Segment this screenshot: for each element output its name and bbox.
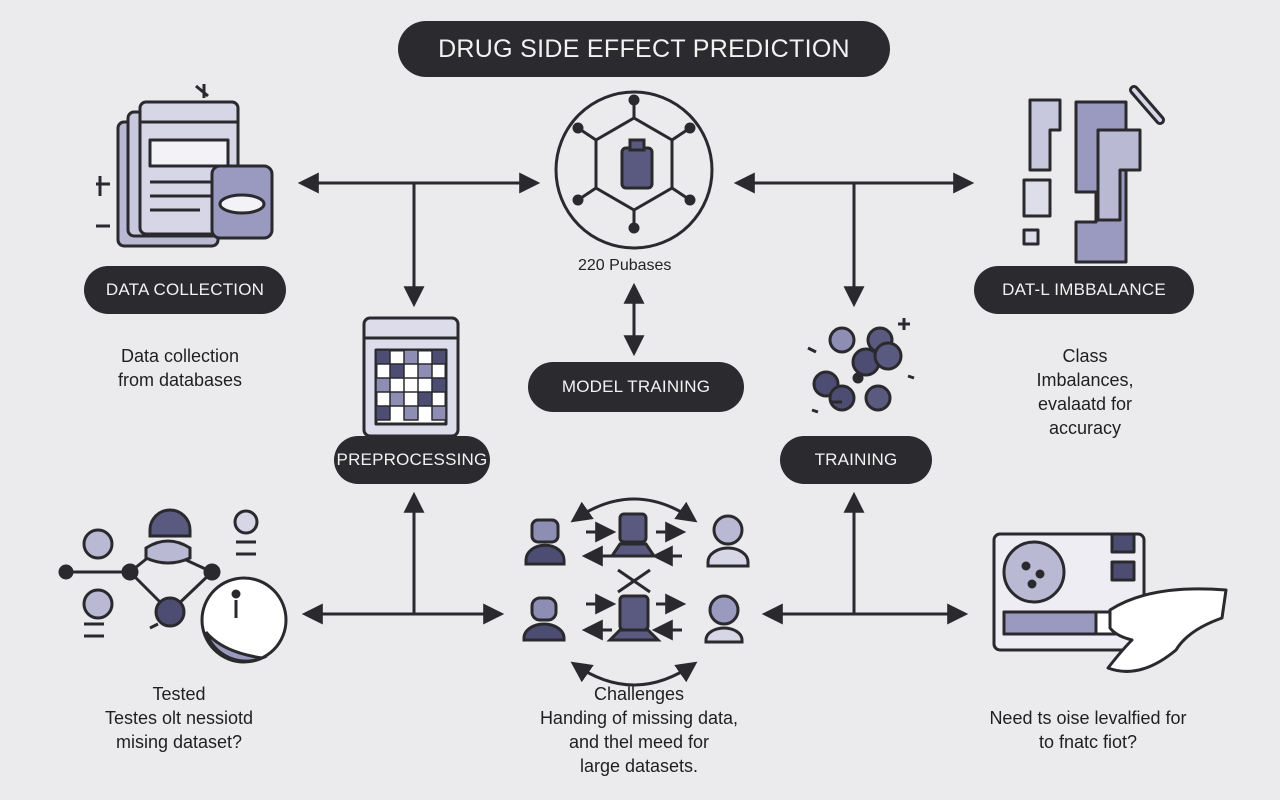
caption-line: Tested xyxy=(152,684,206,704)
caption-line: from databases xyxy=(117,370,243,390)
caption-line: accuracy xyxy=(1048,418,1122,438)
caption-line: to fnatc fiot? xyxy=(1038,732,1138,752)
caption-line: Challenges xyxy=(593,684,685,704)
challenges-caption: Challenges Handing of missing data, and … xyxy=(514,682,764,778)
tested-caption: Tested Testes olt nessiotd mising datase… xyxy=(84,682,274,754)
data-collection-label: DATA COLLECTION xyxy=(84,266,286,314)
grid-matrix-icon xyxy=(362,316,460,438)
people-network-icon xyxy=(58,508,288,664)
database-window-icon xyxy=(96,84,274,248)
preprocessing-label: PREPROCESSING xyxy=(334,436,490,484)
caption-line: large datasets. xyxy=(579,756,699,776)
caption-line: mising dataset? xyxy=(115,732,243,752)
caption-line: Testes olt nessiotd xyxy=(104,708,254,728)
caption-line: and thel meed for xyxy=(568,732,710,752)
caption-line: Data collection xyxy=(120,346,240,366)
page-title: DRUG SIDE EFFECT PREDICTION xyxy=(398,21,890,77)
scatter-cluster-icon xyxy=(807,318,915,414)
data-imbalance-caption: Class Imbalances, evalaatd for accuracy xyxy=(1010,344,1160,440)
connector-bottom-left xyxy=(301,491,505,625)
people-exchange-icon xyxy=(522,497,750,687)
connector-top-right xyxy=(733,172,975,308)
data-imbalance-label: DAT-L IMBBALANCE xyxy=(974,266,1194,314)
caption-line: Need ts oise levalfied for xyxy=(989,708,1187,728)
model-training-sublabel: 220 Pubases xyxy=(578,257,672,274)
caption-line: Imbalances, xyxy=(1036,370,1134,390)
caption-line: Class xyxy=(1062,346,1108,366)
imbalance-blocks-icon xyxy=(1022,85,1165,264)
caption-line: Handing of missing data, xyxy=(539,708,739,728)
connector-top-left xyxy=(297,172,541,308)
training-label: TRAINING xyxy=(780,436,932,484)
molecule-network-icon xyxy=(554,90,714,250)
data-collection-caption: Data collection from databases xyxy=(92,344,268,392)
need-caption: Need ts oise levalfied for to fnatc fiot… xyxy=(960,706,1216,754)
model-training-label: MODEL TRAINING xyxy=(528,362,744,412)
hand-device-icon xyxy=(992,532,1228,673)
caption-line: evalaatd for xyxy=(1037,394,1133,414)
connector-bottom-right xyxy=(761,491,969,625)
